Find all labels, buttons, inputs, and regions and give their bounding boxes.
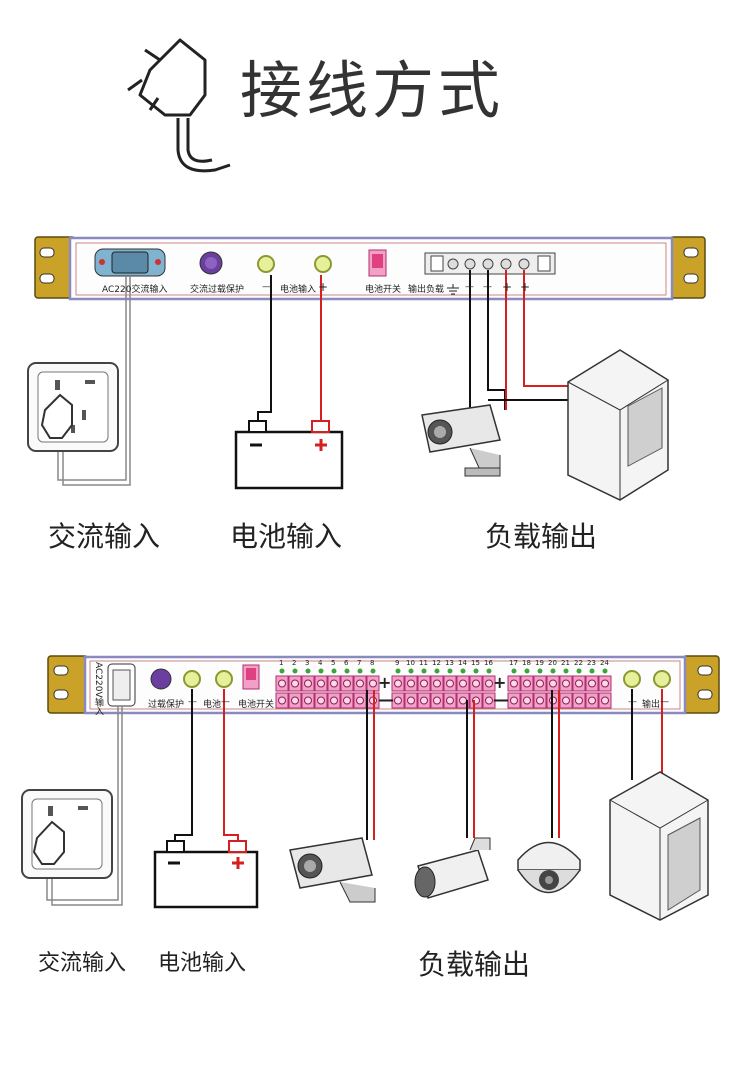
- caption-battery-1: 电池输入: [230, 520, 343, 553]
- channel-number: 13: [445, 659, 454, 667]
- channel-number: 1: [279, 659, 284, 667]
- wall-socket-icon: [27, 362, 119, 452]
- dome-camera-icon: [517, 841, 581, 894]
- channel-number: 21: [561, 659, 570, 667]
- channel-number: 2: [292, 659, 297, 667]
- channel-number: 11: [419, 659, 428, 667]
- channel-number: 10: [406, 659, 415, 667]
- channel-number: 23: [587, 659, 596, 667]
- group1-plus: +: [378, 673, 392, 692]
- ac-input-label-2: AC220V输入: [93, 662, 103, 716]
- ac-input-label: AC220交流输入: [102, 285, 168, 295]
- out-minus-2: —: [628, 697, 637, 707]
- channel-number: 15: [471, 659, 480, 667]
- channel-number: 17: [509, 659, 518, 667]
- channel-number: 8: [370, 659, 375, 667]
- channel-number: 6: [344, 659, 349, 667]
- out-plus-2: +: [520, 280, 531, 294]
- channel-number: 4: [318, 659, 323, 667]
- channel-number: 22: [574, 659, 583, 667]
- out-plus-1: +: [502, 280, 513, 294]
- channel-number: 5: [331, 659, 336, 667]
- channel-blocks: [275, 668, 612, 709]
- caption-ac-1: 交流输入: [48, 520, 161, 553]
- caption-load-1: 负载输出: [485, 520, 598, 553]
- group2-plus: +: [493, 673, 507, 692]
- caption-battery-2: 电池输入: [158, 951, 247, 976]
- panel-1: [34, 236, 706, 301]
- out-plus-2: —: [660, 697, 669, 707]
- plug-icon: [127, 38, 231, 173]
- battery-minus-2: —: [188, 697, 197, 707]
- battery-switch-label: 电池开关: [365, 285, 402, 295]
- ac-protect-label: 交流过载保护: [190, 285, 245, 295]
- channel-number: 24: [600, 659, 609, 667]
- battery-minus: —: [262, 282, 271, 292]
- output-label-2: 输出: [642, 700, 661, 710]
- channel-number: 16: [484, 659, 493, 667]
- battery-icon: [153, 840, 259, 909]
- battery-icon: [234, 420, 344, 490]
- battery-switch-label-2: 电池开关: [238, 700, 275, 710]
- overload-label: 过载保护: [148, 700, 185, 710]
- channel-number: 3: [305, 659, 310, 667]
- server-icon: [567, 349, 669, 501]
- panel-1-wires: [57, 270, 568, 486]
- caption-ac-2: 交流输入: [38, 951, 127, 976]
- panel-2-wires: [46, 689, 663, 906]
- channel-number: 19: [535, 659, 544, 667]
- wall-socket-icon: [21, 789, 113, 879]
- out-minus-1: —: [465, 282, 474, 292]
- channel-number: 18: [522, 659, 531, 667]
- channel-number: 14: [458, 659, 467, 667]
- out-minus-2: —: [483, 282, 492, 292]
- group2-minus: —: [493, 690, 509, 709]
- battery-label-2: 电池: [203, 700, 222, 710]
- channel-number: 9: [395, 659, 400, 667]
- battery-input-label: 电池输入: [280, 285, 317, 295]
- caption-load-2: 负载输出: [418, 948, 531, 981]
- terminal-block-1: [424, 252, 556, 275]
- camera-icon: [289, 837, 376, 903]
- page-title: 接线方式: [240, 54, 505, 127]
- bullet-camera-icon: [414, 837, 491, 899]
- channel-number: 20: [548, 659, 557, 667]
- group1-minus: —: [378, 690, 394, 709]
- battery-plus-2: —: [221, 697, 230, 707]
- channel-number: 12: [432, 659, 441, 667]
- battery-plus: +: [318, 280, 329, 294]
- mount-ear-right: [669, 236, 706, 299]
- camera-icon: [421, 404, 501, 477]
- output-load-label: 输出负载: [408, 285, 445, 295]
- server-icon: [609, 771, 709, 921]
- channel-number: 7: [357, 659, 362, 667]
